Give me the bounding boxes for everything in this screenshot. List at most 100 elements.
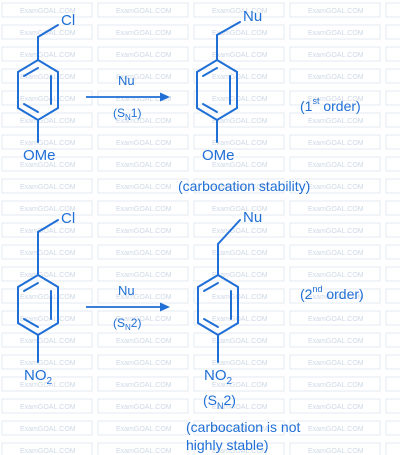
watermark-text: ExamGOAL.COM xyxy=(20,184,76,191)
watermark-tile xyxy=(289,134,381,150)
watermark-text: ExamGOAL.COM xyxy=(116,118,172,125)
watermark-text: ExamGOAL.COM xyxy=(212,272,268,279)
watermark-text: ExamGOAL.COM xyxy=(212,184,268,191)
watermark-text: ExamGOAL.COM xyxy=(116,316,172,323)
reaction-1-order-label: (1st order) xyxy=(300,96,361,114)
watermark-text: ExamGOAL.COM xyxy=(212,338,268,345)
watermark-tile xyxy=(1,134,93,150)
watermark-tile xyxy=(97,68,189,84)
watermark-text: ExamGOAL.COM xyxy=(212,52,268,59)
watermark-tile xyxy=(193,354,285,370)
watermark-tile xyxy=(289,68,381,84)
watermark-tile xyxy=(385,178,400,194)
watermark-text: ExamGOAL.COM xyxy=(116,250,172,257)
watermark-tile xyxy=(97,112,189,128)
reaction-2-note-line-1: (carbocation is not xyxy=(186,419,301,435)
watermark-text: ExamGOAL.COM xyxy=(308,52,364,59)
product-2-molecule xyxy=(197,219,241,363)
watermark-tile xyxy=(289,178,381,194)
watermark-tile xyxy=(1,244,93,260)
watermark-text: ExamGOAL.COM xyxy=(116,52,172,59)
watermark-text: ExamGOAL.COM xyxy=(116,162,172,169)
watermark-text: ExamGOAL.COM xyxy=(116,404,172,411)
watermark-text: ExamGOAL.COM xyxy=(212,206,268,213)
reactant-1-chloro-label: Cl xyxy=(61,12,75,29)
watermark-tile xyxy=(289,310,381,326)
watermark-tile xyxy=(385,156,400,172)
watermark-text: ExamGOAL.COM xyxy=(308,162,364,169)
watermark-tile xyxy=(97,398,189,414)
watermark-tile xyxy=(1,332,93,348)
watermark-tile xyxy=(193,178,285,194)
watermark-tile xyxy=(289,420,381,436)
watermark-text: ExamGOAL.COM xyxy=(116,382,172,389)
watermark-tile xyxy=(97,442,189,455)
watermark-text: ExamGOAL.COM xyxy=(212,250,268,257)
watermark-text: ExamGOAL.COM xyxy=(308,404,364,411)
watermark-text: ExamGOAL.COM xyxy=(20,360,76,367)
watermark-tile xyxy=(193,332,285,348)
watermark-tile xyxy=(1,24,93,40)
watermark-tile xyxy=(193,90,285,106)
watermark-tile xyxy=(1,442,93,455)
watermark-text: ExamGOAL.COM xyxy=(20,30,76,37)
watermark-text: ExamGOAL.COM xyxy=(20,96,76,103)
watermark-text: ExamGOAL.COM xyxy=(20,426,76,433)
watermark-tile xyxy=(289,288,381,304)
watermark-text: ExamGOAL.COM xyxy=(212,316,268,323)
watermark-text: ExamGOAL.COM xyxy=(212,96,268,103)
watermark-tile xyxy=(385,398,400,414)
watermark-tile xyxy=(193,24,285,40)
watermark-tile xyxy=(385,2,400,18)
watermark-text: ExamGOAL.COM xyxy=(20,8,76,15)
watermark-text: ExamGOAL.COM xyxy=(308,118,364,125)
watermark-tile xyxy=(193,420,285,436)
watermark-tile xyxy=(385,222,400,238)
watermark-tile xyxy=(193,134,285,150)
watermark-tile xyxy=(193,244,285,260)
watermark-tile xyxy=(385,332,400,348)
watermark-text: ExamGOAL.COM xyxy=(20,250,76,257)
watermark-text: ExamGOAL.COM xyxy=(20,272,76,279)
watermark-tile xyxy=(1,376,93,392)
watermark-text: ExamGOAL.COM xyxy=(308,74,364,81)
reactant-2-molecule xyxy=(17,219,59,363)
watermark-tile xyxy=(1,354,93,370)
watermark-tile xyxy=(289,354,381,370)
watermark-text: ExamGOAL.COM xyxy=(20,404,76,411)
watermark-tile xyxy=(193,376,285,392)
watermark-tile xyxy=(289,46,381,62)
watermark-tile xyxy=(97,332,189,348)
watermark-text: ExamGOAL.COM xyxy=(116,294,172,301)
watermark-text: ExamGOAL.COM xyxy=(308,448,364,455)
watermark-tile xyxy=(193,398,285,414)
watermark-tile xyxy=(1,90,93,106)
watermark-tile xyxy=(1,2,93,18)
watermark-text: ExamGOAL.COM xyxy=(212,162,268,169)
watermark-tile xyxy=(1,200,93,216)
watermark-text: ExamGOAL.COM xyxy=(116,184,172,191)
watermark-tile xyxy=(193,46,285,62)
watermark-tile xyxy=(385,376,400,392)
watermark-text: ExamGOAL.COM xyxy=(212,404,268,411)
watermark-tile xyxy=(1,112,93,128)
watermark-tile xyxy=(97,90,189,106)
watermark-text: ExamGOAL.COM xyxy=(20,316,76,323)
reactant-2-chloro-label: Cl xyxy=(61,210,75,227)
watermark-tile xyxy=(97,2,189,18)
watermark-tile xyxy=(1,178,93,194)
watermark-tile xyxy=(97,288,189,304)
watermark-tile xyxy=(97,134,189,150)
watermark-tile xyxy=(385,420,400,436)
product-1-nucleophile-label: Nu xyxy=(243,8,262,25)
watermark-tile xyxy=(1,156,93,172)
watermark-text: ExamGOAL.COM xyxy=(308,8,364,15)
reaction-2-arrowhead xyxy=(160,302,170,312)
watermark-text: ExamGOAL.COM xyxy=(20,140,76,147)
watermark-tile xyxy=(289,112,381,128)
watermark-tile xyxy=(97,200,189,216)
watermark-text: ExamGOAL.COM xyxy=(116,30,172,37)
watermark-text: ExamGOAL.COM xyxy=(212,8,268,15)
watermark-tile xyxy=(385,90,400,106)
watermark-text: ExamGOAL.COM xyxy=(212,140,268,147)
